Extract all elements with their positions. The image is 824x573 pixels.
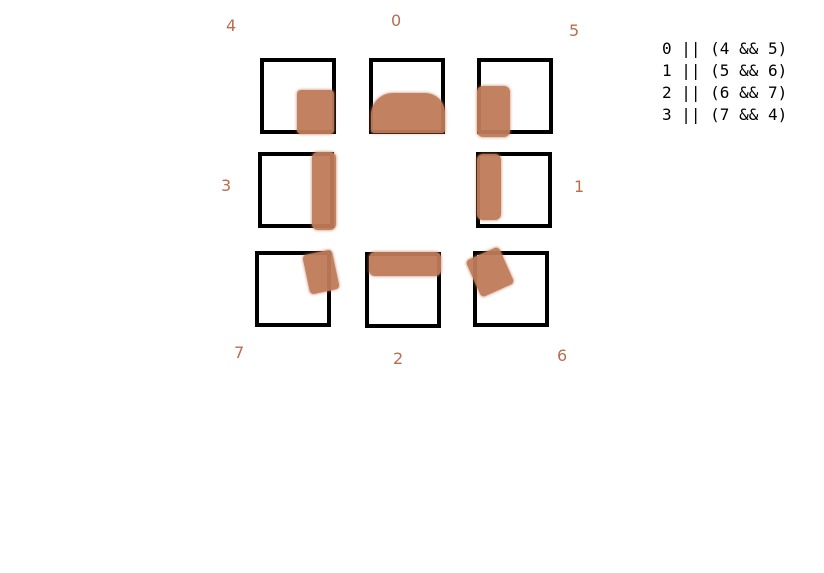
label-6: 6 [557, 346, 568, 365]
paint-top-left [297, 90, 334, 134]
paint-middle-left [312, 152, 336, 230]
rule-item: 2 || (6 && 7) [662, 83, 788, 102]
paint-middle-right [477, 154, 501, 220]
rule-item: 3 || (7 && 4) [662, 105, 788, 124]
label-2: 2 [393, 349, 404, 368]
paint-top-center [371, 93, 445, 133]
box-bottom-right [473, 251, 549, 327]
rules-list: 0 || (4 && 5) 1 || (5 && 6) 2 || (6 && 7… [662, 38, 787, 126]
paint-bottom-center [369, 252, 441, 276]
label-7: 7 [234, 343, 245, 362]
label-0: 0 [391, 11, 402, 30]
label-1: 1 [574, 177, 585, 196]
paint-top-right [477, 86, 510, 137]
rule-item: 1 || (5 && 6) [662, 61, 788, 80]
label-3: 3 [221, 176, 232, 195]
rule-item: 0 || (4 && 5) [662, 39, 788, 58]
label-4: 4 [226, 16, 237, 35]
label-5: 5 [569, 21, 580, 40]
